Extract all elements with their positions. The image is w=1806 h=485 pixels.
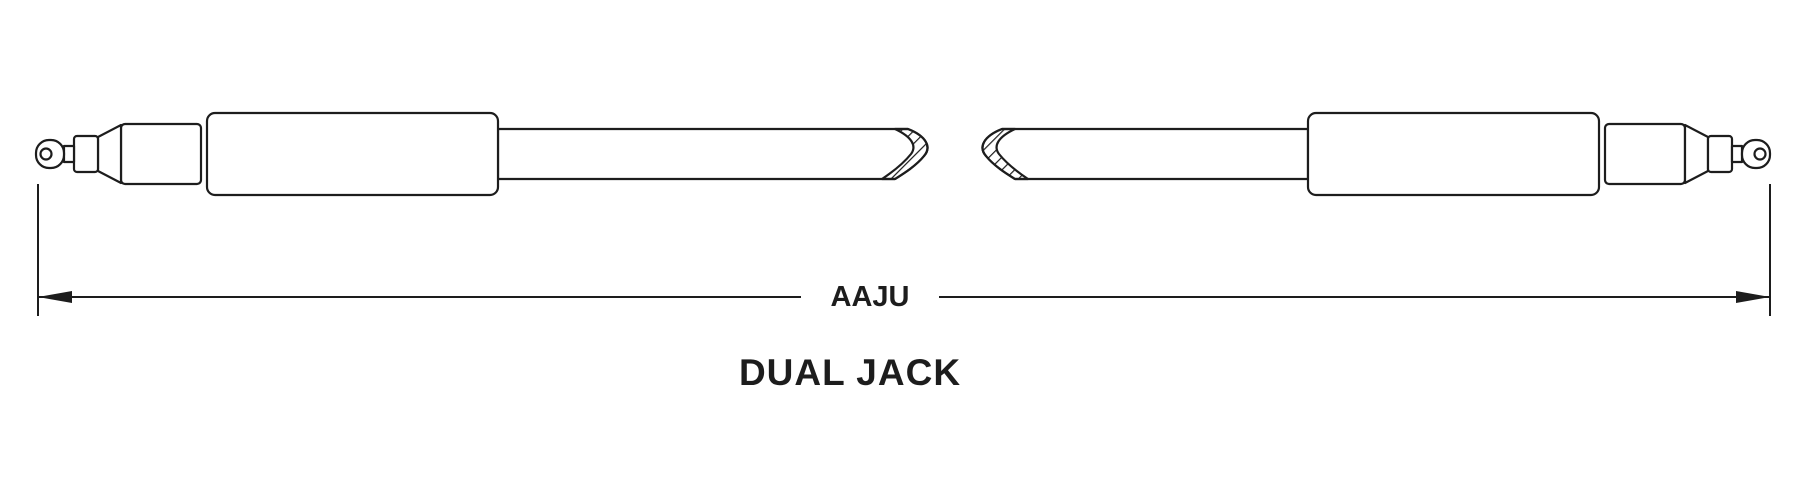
left-plug-taper	[96, 123, 123, 185]
right-plug-neck	[1730, 144, 1744, 164]
left-plug-barrel	[119, 122, 203, 186]
dimension-arrows	[38, 291, 1770, 303]
cable-break-left-hatch	[880, 127, 929, 181]
right-plug-tip-contact	[1753, 147, 1767, 161]
dimension-arrow-left	[38, 291, 72, 303]
left-plug-tip-contact	[39, 147, 53, 161]
cable-left-segment	[496, 127, 929, 181]
left-plug-ring	[72, 134, 100, 174]
right-plug-taper	[1683, 123, 1710, 185]
left-plug-housing	[205, 111, 500, 197]
right-plug-ring	[1706, 134, 1734, 174]
cable-break-right-hatch	[981, 127, 1030, 181]
right-plug-barrel	[1603, 122, 1687, 186]
left-plug-neck	[62, 144, 76, 164]
dimension-label: AAJU	[831, 281, 910, 313]
left-jack-plug	[34, 111, 500, 197]
caption-dual-jack: DUAL JACK	[739, 352, 961, 393]
right-plug-housing	[1306, 111, 1601, 197]
dimension-arrow-right	[1736, 291, 1770, 303]
cable-right-segment	[981, 127, 1310, 181]
right-jack-plug	[1306, 111, 1772, 197]
dimension-group	[37, 184, 1771, 316]
